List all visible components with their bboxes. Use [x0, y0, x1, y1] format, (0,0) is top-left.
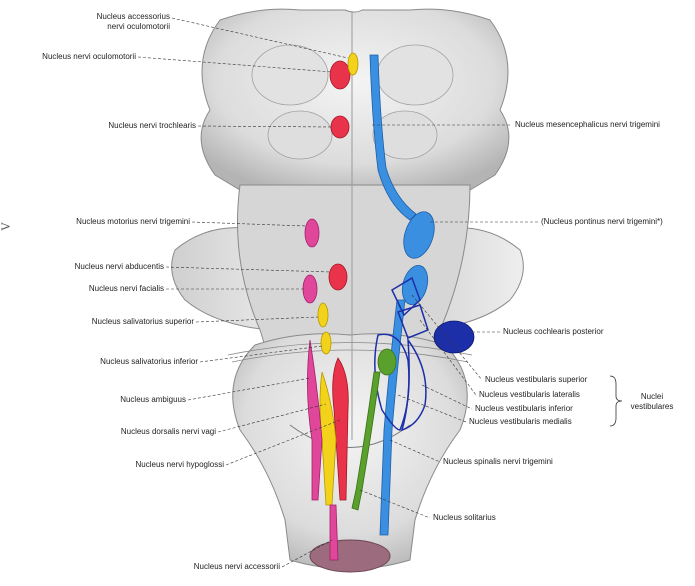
label-nucleus-nervi-facialis: Nucleus nervi facialis — [30, 284, 164, 294]
label-nucleus-vestibularis-inferior: Nucleus vestibularis inferior — [475, 404, 573, 414]
label-nucleus-vestibularis-medialis: Nucleus vestibularis medialis — [469, 417, 572, 427]
nucleus-oculomotorii — [330, 61, 350, 89]
label-nucleus-accessorius-oculomotorii: Nucleus accessorius nervi oculomotorii — [40, 12, 170, 31]
nucleus-trochlearis — [331, 116, 349, 138]
superior-colliculus-right — [377, 45, 453, 105]
label-nucleus-cochlearis-posterior: Nucleus cochlearis posterior — [503, 327, 604, 337]
nucleus-abducentis — [329, 264, 347, 290]
label-nucleus-nervi-oculomotorii: Nucleus nervi oculomotorii — [10, 52, 136, 62]
label-nuclei-vestibulares: Nuclei vestibulares — [622, 392, 682, 411]
label-nucleus-mesencephalicus-trigemini: Nucleus mesencephalicus nervi trigemini — [515, 120, 660, 130]
label-nucleus-salivatorius-superior: Nucleus salivatorius superior — [30, 317, 194, 327]
brainstem-outline — [172, 9, 524, 572]
nucleus-solitarius-top — [378, 349, 396, 375]
label-nucleus-nervi-accessorii: Nucleus nervi accessorii — [130, 562, 280, 572]
nucleus-motorius-trigemini — [305, 219, 319, 247]
label-nucleus-nervi-trochlearis: Nucleus nervi trochlearis — [60, 121, 196, 131]
spinal-cord-section — [310, 540, 390, 572]
label-nucleus-salivatorius-inferior: Nucleus salivatorius inferior — [40, 357, 198, 367]
nucleus-salivatorius-superior — [318, 303, 328, 327]
midbrain-shape — [201, 9, 509, 190]
nucleus-accessorius-oculomotorii — [348, 53, 358, 75]
vestibular-brace — [610, 376, 622, 426]
nucleus-salivatorius-inferior — [321, 332, 331, 354]
superior-colliculus-left — [252, 45, 328, 105]
label-nucleus-vestibularis-lateralis: Nucleus vestibularis lateralis — [479, 390, 580, 400]
label-nucleus-spinalis-trigemini: Nucleus spinalis nervi trigemini — [443, 457, 553, 467]
label-nucleus-pontinus-trigemini: (Nucleus pontinus nervi trigemini*) — [541, 217, 663, 227]
label-nucleus-solitarius: Nucleus solitarius — [433, 513, 496, 523]
label-nucleus-dorsalis-nervi-vagi: Nucleus dorsalis nervi vagi — [60, 427, 216, 437]
label-nucleus-motorius-trigemini: Nucleus motorius nervi trigemini — [20, 217, 190, 227]
label-nucleus-ambiguus: Nucleus ambiguus — [60, 395, 186, 405]
inferior-colliculus-left — [268, 111, 332, 159]
margin-handwritten-note: V — [0, 223, 12, 231]
label-nucleus-nervi-abducentis: Nucleus nervi abducentis — [14, 262, 164, 272]
label-nucleus-vestibularis-superior: Nucleus vestibularis superior — [485, 375, 587, 385]
nucleus-facialis — [303, 275, 317, 303]
label-nucleus-nervi-hypoglossi: Nucleus nervi hypoglossi — [80, 460, 224, 470]
medulla — [233, 334, 468, 569]
nucleus-cochlearis-posterior — [434, 321, 474, 353]
